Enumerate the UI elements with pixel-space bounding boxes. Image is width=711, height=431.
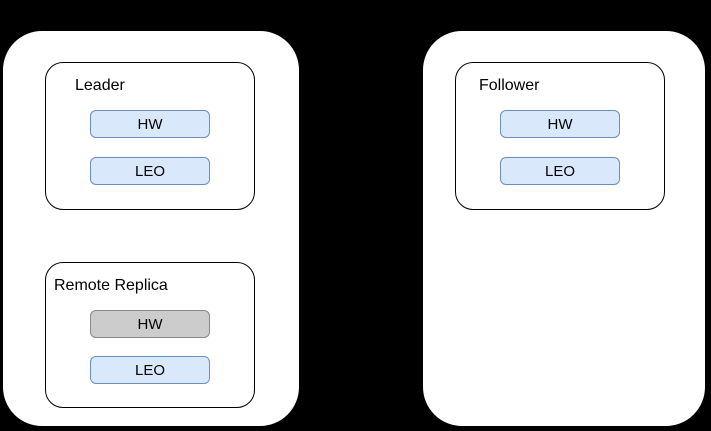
leader-hw-label: HW (137, 115, 163, 133)
leader-leo-label: LEO (134, 162, 165, 180)
leader-leo-box: LEO (90, 157, 210, 185)
remote-replica-hw-box: HW (90, 310, 210, 338)
leader-group-label: Leader (75, 77, 125, 94)
follower-hw-label: HW (547, 115, 573, 133)
remote-replica-leo-box: LEO (90, 356, 210, 384)
remote-replica-hw-label: HW (137, 315, 163, 333)
remote-replica-group-label: Remote Replica (54, 277, 168, 294)
follower-group-label: Follower (479, 77, 540, 94)
follower-hw-box: HW (500, 110, 620, 138)
leader-hw-box: HW (90, 110, 210, 138)
follower-leo-label: LEO (544, 162, 575, 180)
remote-replica-leo-label: LEO (134, 361, 165, 379)
follower-leo-box: LEO (500, 157, 620, 185)
